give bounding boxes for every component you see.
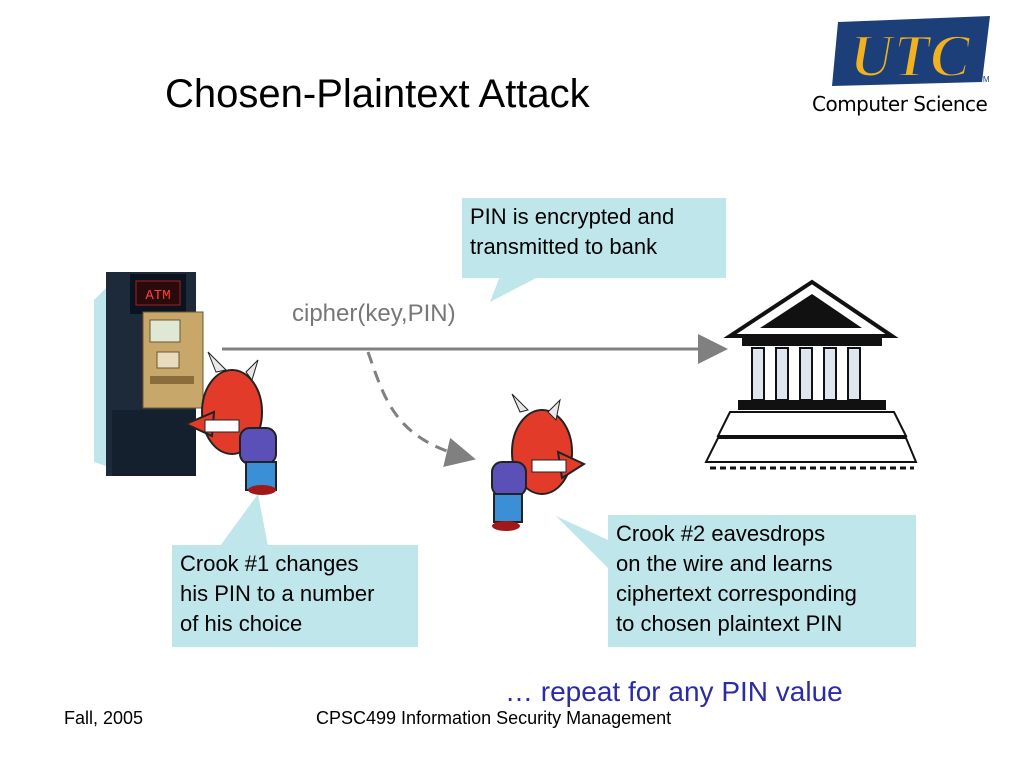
utc-logo-tm: TM xyxy=(978,75,990,84)
footer-date: Fall, 2005 xyxy=(64,708,144,728)
bank-building-icon xyxy=(704,279,918,470)
crook-1-devil-icon xyxy=(183,351,277,495)
slide-title: Chosen-Plaintext Attack xyxy=(165,72,590,116)
footer-course: CPSC499 Information Security Management xyxy=(316,708,672,728)
utc-logo: UTC TM xyxy=(832,16,990,90)
atm-label: ATM xyxy=(145,288,170,304)
utc-logo-text: UTC xyxy=(850,23,971,89)
callout-pointer-crook1 xyxy=(220,494,268,546)
cipher-label: cipher(key,PIN) xyxy=(292,300,456,327)
callout-pointer-transmit xyxy=(490,276,540,302)
atm-machine-icon xyxy=(94,272,204,476)
logo-caption: Computer Science xyxy=(812,92,988,116)
callout-pointer-crook2 xyxy=(556,516,608,568)
callout-transmit: PIN is encrypted and transmitted to bank xyxy=(462,198,726,278)
crook-2-devil-icon xyxy=(491,393,587,531)
repeat-note: … repeat for any PIN value xyxy=(505,676,843,707)
callout-crook-1: Crook #1 changes his PIN to a number of … xyxy=(172,545,418,647)
callout-crook-2: Crook #2 eavesdrops on the wire and lear… xyxy=(608,515,916,647)
eavesdrop-arrow xyxy=(366,351,476,467)
